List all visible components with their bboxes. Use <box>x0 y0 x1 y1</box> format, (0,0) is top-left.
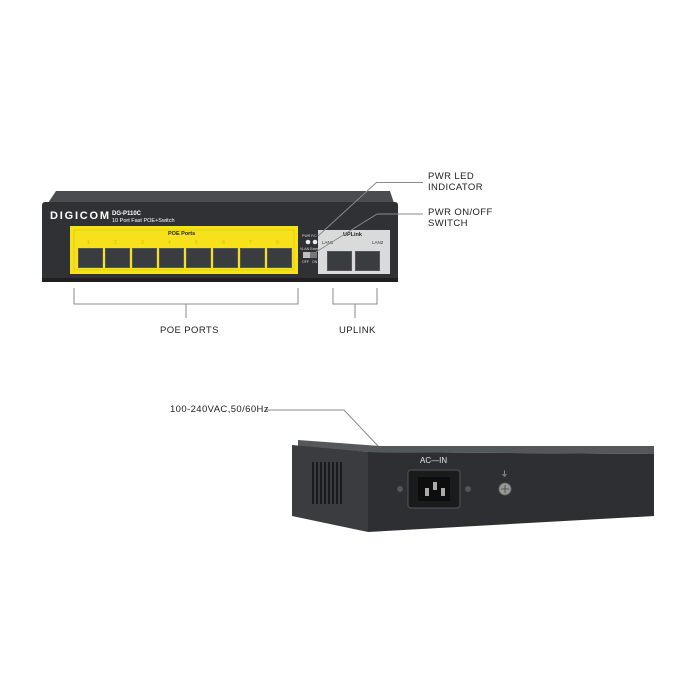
model-label: DG-P110C <box>112 211 142 217</box>
power-input-callout: 100-240VAC,50/60Hz <box>170 404 269 415</box>
pwr-switch-callout-line2: SWITCH <box>428 218 468 229</box>
poe-port: 4 <box>159 240 184 268</box>
pwr-led-callout: PWR LED INDICATOR <box>428 171 483 193</box>
uplink-title: UPLink <box>343 232 362 238</box>
uplink-port-lan2 <box>355 251 380 271</box>
port-number: 8 <box>276 240 279 246</box>
port-number: 6 <box>222 240 225 246</box>
pwr-led-callout-line1: PWR LED <box>428 171 475 182</box>
ac-in-label: AC—IN <box>420 456 448 465</box>
poe-port: 6 <box>213 240 238 268</box>
pwr-switch-callout: PWR ON/OFF SWITCH <box>428 207 493 229</box>
poe-port: 2 <box>105 240 130 268</box>
pwr-led-callout-line2: INDICATOR <box>428 182 483 193</box>
poe-ports-title: POE Ports <box>168 231 196 237</box>
lan1-label: LAN1 <box>322 240 334 245</box>
pwr-switch-callout-line1: PWR ON/OFF <box>428 207 493 218</box>
poe-port: 1 <box>78 240 103 268</box>
poe-port: 3 <box>132 240 157 268</box>
port-number: 5 <box>195 240 198 246</box>
ground-icon: ⏚ <box>501 471 508 478</box>
pwr-indicator-label: PWR F/C <box>302 234 317 238</box>
poe-port: 7 <box>240 240 265 268</box>
poe-port: 8 <box>267 240 292 268</box>
lan2-label: LAN2 <box>372 240 384 245</box>
brand-logo: DIGICOM <box>50 210 111 222</box>
port-number: 2 <box>114 240 117 246</box>
uplink-port-lan1 <box>327 251 352 271</box>
off-label: OFF <box>302 260 309 264</box>
poe-port: 5 <box>186 240 211 268</box>
port-number: 1 <box>87 240 90 246</box>
port-number: 4 <box>168 240 171 246</box>
poe-port-group: 1 2 3 4 5 6 7 8 <box>78 240 292 270</box>
uplink-callout: UPLINK <box>339 325 376 336</box>
vlan-extend-label: VLAN Extend <box>300 247 322 251</box>
model-subtitle: 10 Port Fast POE+Switch <box>112 218 175 224</box>
on-label: ON <box>312 260 318 264</box>
port-number: 7 <box>249 240 252 246</box>
poe-ports-callout: POE PORTS <box>160 325 219 336</box>
port-number: 3 <box>141 240 144 246</box>
